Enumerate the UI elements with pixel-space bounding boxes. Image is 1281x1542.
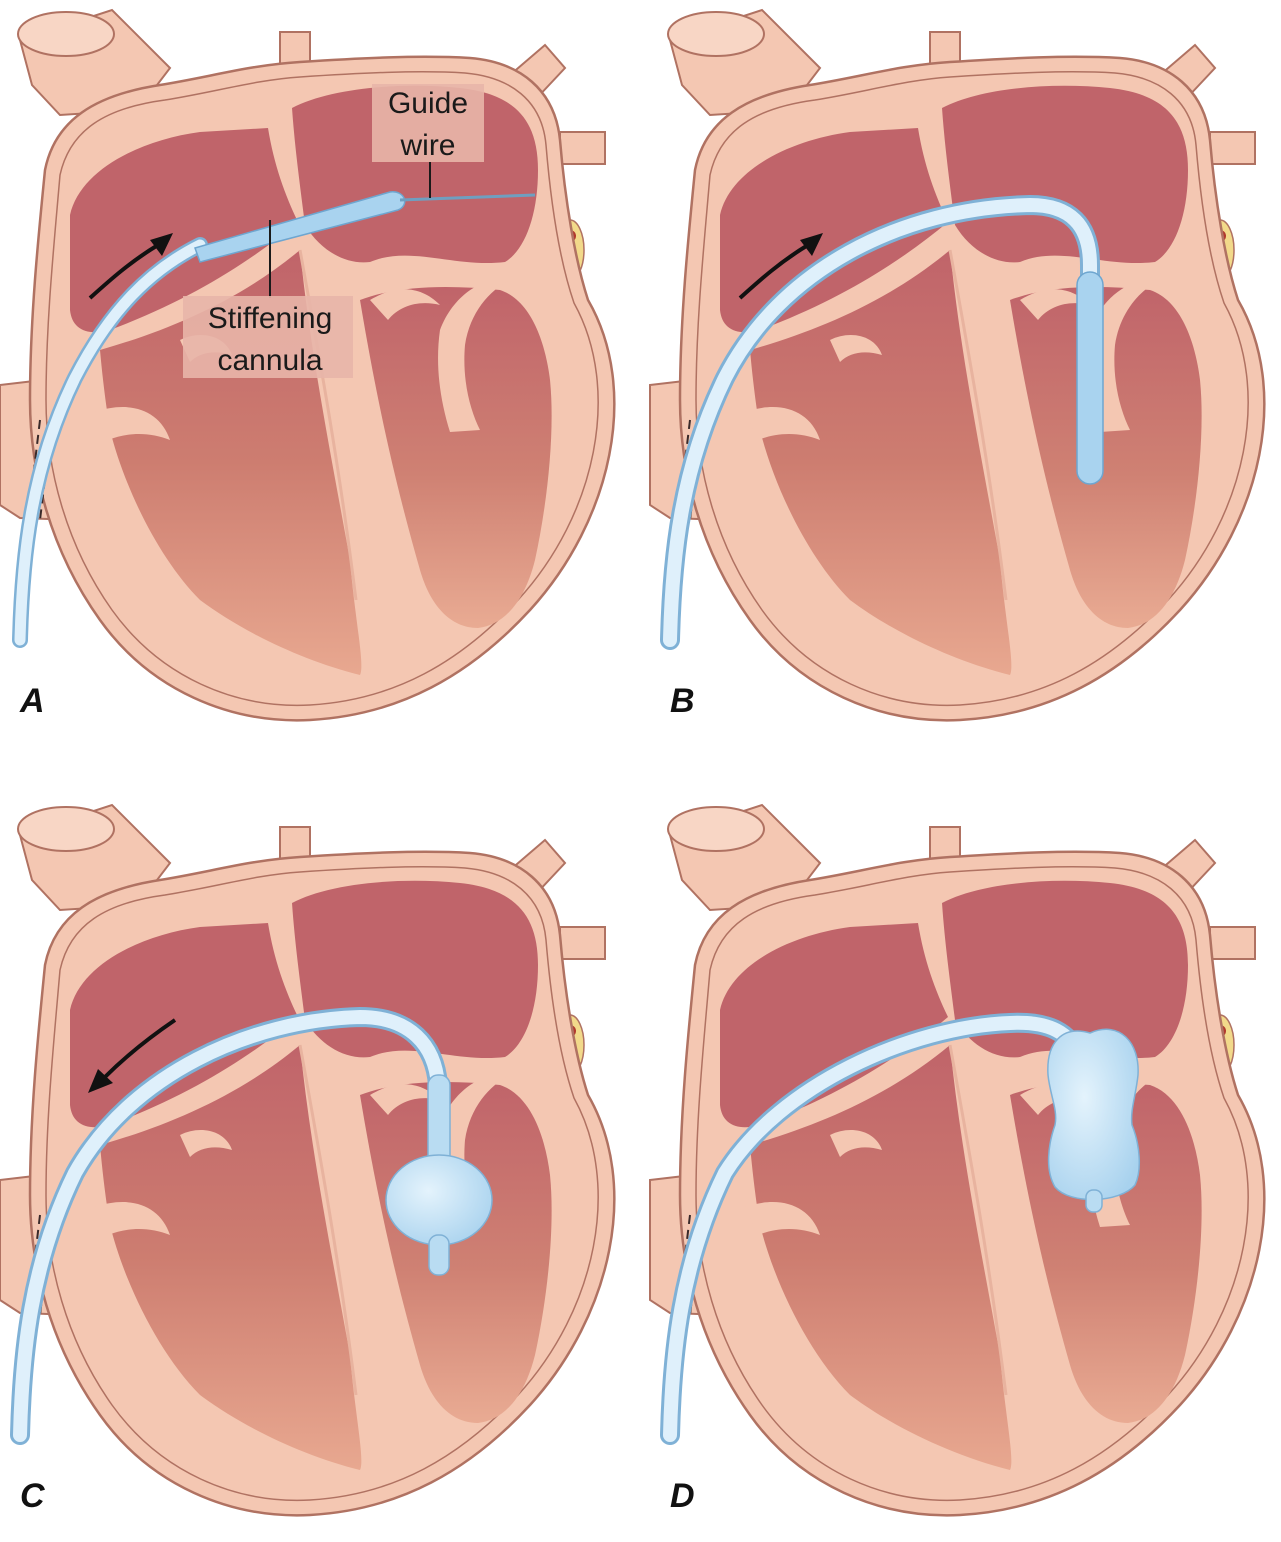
panel-label-b: B — [670, 682, 695, 720]
stiffening-cannula-label-line1: Stiffening — [208, 302, 333, 335]
panel-label-a: A — [19, 682, 45, 720]
advance-arrow — [88, 233, 173, 300]
catheter-shaft — [12, 237, 208, 648]
withdraw-arrow — [88, 1018, 177, 1093]
stiffening-cannula-label-box — [183, 296, 353, 378]
stiffening-cannula-label-line2: cannula — [217, 344, 322, 377]
panel-label-d: D — [670, 1477, 695, 1515]
catheter-shaft — [660, 1012, 1090, 1445]
guide-wire-callout: Guide wire — [372, 84, 484, 198]
advance-arrow — [738, 233, 823, 300]
catheter-shaft — [660, 194, 1100, 650]
guide-wire — [399, 193, 536, 202]
panel-c: C — [0, 803, 616, 1517]
stiffening-cannula — [1076, 271, 1104, 485]
guide-wire-label-box — [372, 84, 484, 162]
panel-label-c: C — [20, 1477, 45, 1515]
catheter-shaft — [10, 1006, 448, 1445]
balloon — [1047, 1028, 1140, 1213]
panel-a: A — [0, 8, 616, 722]
panel-b: B — [648, 8, 1266, 722]
guide-wire-label-line2: wire — [399, 129, 455, 162]
panel-d: D — [648, 803, 1266, 1517]
stiffening-cannula-callout: Stiffening cannula — [183, 220, 353, 378]
guide-wire-label-line1: Guide — [388, 87, 468, 120]
balloon — [385, 1074, 493, 1276]
